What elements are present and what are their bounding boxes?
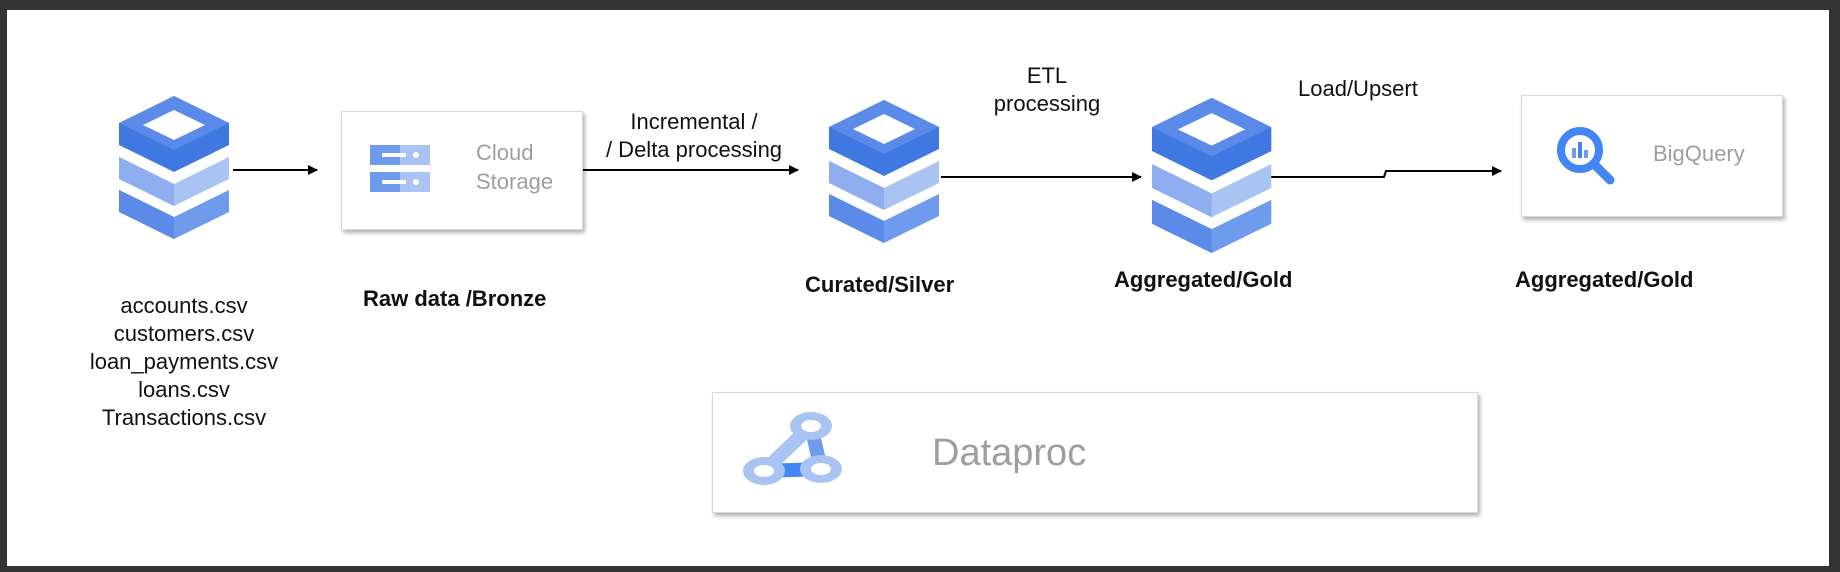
bigquery-card[interactable]: BigQuery (1521, 95, 1783, 217)
bigquery-label: BigQuery (1653, 141, 1745, 166)
database-stack-icon (829, 100, 939, 243)
file-accounts: accounts.csv (120, 293, 248, 318)
cloud-storage-label: Cloud Storage (476, 140, 554, 194)
curated-silver-label: Curated/Silver (805, 272, 955, 297)
dataproc-label: Dataproc (932, 432, 1087, 474)
cloud-storage-card[interactable]: Cloud Storage (341, 111, 583, 230)
load-upsert-edge-label: Load/Upsert (1298, 76, 1418, 101)
database-stack-icon (1152, 97, 1272, 254)
connectors-layer (233, 165, 1502, 182)
etl-edge-label: ETL processing (993, 63, 1101, 116)
file-customers: customers.csv (113, 321, 255, 346)
dataproc-icon (743, 412, 842, 485)
diagram-canvas: accounts.csv customers.csv loan_payments… (7, 10, 1829, 566)
incremental-edge-label: Incremental / / Delta processing (605, 109, 783, 162)
file-loan-payments: loan_payments.csv (89, 349, 279, 374)
cloud-storage-icon (370, 145, 430, 192)
dataproc-card[interactable]: Dataproc (712, 392, 1478, 513)
file-loans: loans.csv (138, 377, 230, 402)
file-transactions: Transactions.csv (101, 405, 267, 430)
source-file-list: accounts.csv customers.csv loan_payments… (54, 292, 314, 432)
aggregated-gold-db-label: Aggregated/Gold (1114, 267, 1293, 292)
arrow-gold-to-bigquery (1267, 166, 1502, 178)
aggregated-gold-bq-label: Aggregated/Gold (1515, 267, 1694, 292)
bigquery-icon (1557, 127, 1615, 185)
database-stack-icon (119, 96, 229, 239)
raw-bronze-label: Raw data /Bronze (363, 286, 547, 311)
